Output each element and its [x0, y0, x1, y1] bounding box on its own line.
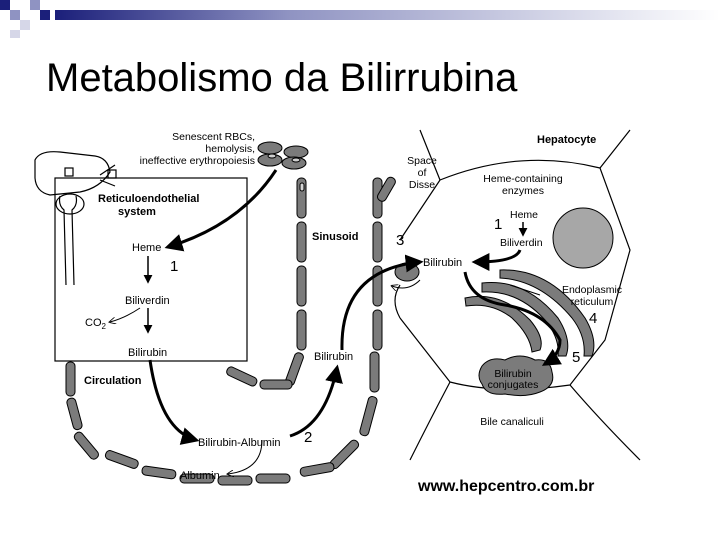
hep-heme-label: Heme — [510, 209, 538, 221]
hepatocyte-outline — [394, 129, 641, 461]
heme-enzymes-line-1: Heme-containing — [483, 173, 563, 185]
arrow-albumin-to-sinusoid — [289, 364, 343, 438]
step-1-hepatocyte: 1 — [494, 216, 502, 233]
hepatocyte-label: Hepatocyte — [537, 134, 596, 146]
step-4: 4 — [589, 310, 597, 327]
deco-square-1 — [0, 0, 10, 10]
liver-bone-icon — [34, 151, 117, 286]
circulation-label: Circulation — [84, 375, 142, 387]
conjugates-line-2: conjugates — [488, 379, 539, 391]
disse-line-3: Disse — [409, 179, 435, 191]
rbc-cluster — [257, 141, 309, 170]
senescent-line-3: ineffective erythropoiesis — [140, 155, 255, 167]
sinusoid-cells-left — [226, 177, 307, 390]
arrow-er-pointer — [509, 284, 541, 296]
step-5: 5 — [572, 349, 580, 366]
deco-square-5 — [40, 10, 50, 20]
arrow-bilirubin-to-albumin — [148, 359, 200, 445]
header-decoration — [0, 0, 720, 38]
hep-bilirubin-label: Bilirubin — [423, 257, 462, 269]
circulation-vessel-cells — [65, 361, 291, 486]
er-label-line-2: reticulum — [571, 296, 614, 308]
heme-enzymes-line-2: enzymes — [502, 185, 544, 197]
arrow-rbc-to-heme — [164, 169, 278, 252]
arrow-albumin-release — [228, 439, 263, 474]
step-3: 3 — [396, 232, 404, 249]
arrow-co2 — [110, 307, 141, 322]
arrow-sinusoid-to-hepatocyte — [340, 254, 424, 351]
deco-square-3 — [20, 20, 30, 30]
senescent-line-1: Senescent RBCs, — [172, 131, 255, 143]
deco-square-2 — [10, 10, 20, 20]
res-co2: CO2 — [85, 317, 107, 331]
co2-text: CO — [85, 317, 102, 329]
sinusoid-cells-right — [299, 176, 396, 477]
pathway-arrows — [110, 169, 562, 474]
res-biliverdin: Biliverdin — [125, 295, 170, 307]
slide-title: Metabolismo da Bilirrubina — [46, 56, 518, 100]
deco-band — [55, 10, 720, 20]
arrow-bilirubin-to-conjugates — [463, 271, 562, 366]
res-label-line-1: Reticuloendothelial — [98, 193, 199, 205]
deco-square-4 — [30, 0, 40, 10]
bilirubin-albumin-label: Bilirubin-Albumin — [198, 437, 281, 449]
co2-subscript: 2 — [102, 322, 107, 331]
step-2: 2 — [304, 429, 312, 446]
website-url: www.hepcentro.com.br — [418, 478, 595, 495]
disse-line-1: Space — [407, 155, 437, 167]
arrow-efflux — [392, 279, 421, 288]
res-label-line-2: system — [118, 206, 156, 218]
bile-canaliculi-label: Bile canaliculi — [480, 416, 544, 428]
conjugates-blob — [478, 355, 554, 397]
sinusoid-bilirubin-label: Bilirubin — [314, 351, 353, 363]
res-bilirubin: Bilirubin — [128, 347, 167, 359]
er-label-line-1: Endoplasmic — [562, 284, 622, 296]
deco-square-6 — [10, 30, 20, 38]
albumin-label: Albumin — [180, 470, 220, 482]
arrow-biliverdin-to-hep-bilirubin — [471, 249, 522, 271]
step-1-res: 1 — [170, 258, 178, 275]
disse-line-2: of — [418, 167, 427, 179]
res-heme: Heme — [132, 242, 161, 254]
sinusoid-label: Sinusoid — [312, 231, 358, 243]
nucleus — [552, 207, 614, 269]
hep-biliverdin-label: Biliverdin — [500, 237, 543, 249]
conjugates-line-1: Bilirubin — [494, 368, 532, 380]
senescent-line-2: hemolysis, — [205, 143, 255, 155]
